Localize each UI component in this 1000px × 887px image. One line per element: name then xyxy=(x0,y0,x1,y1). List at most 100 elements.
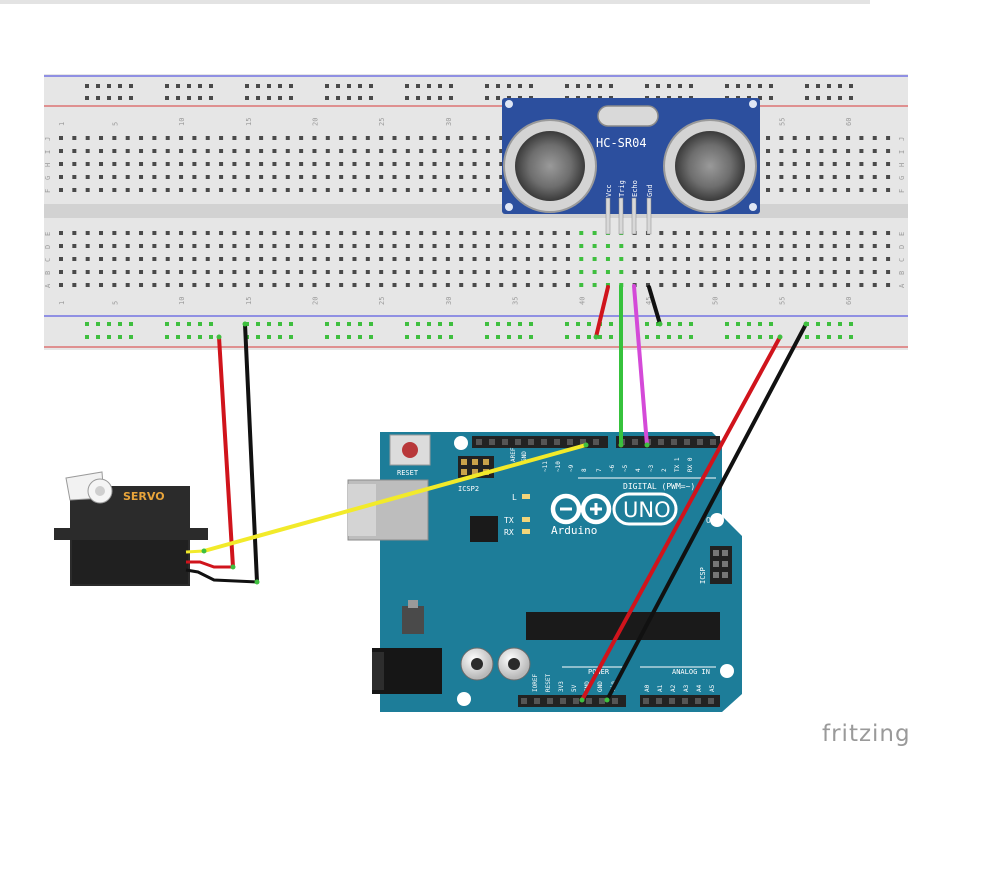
breadboard-hole[interactable] xyxy=(886,149,891,153)
breadboard-rail-hole[interactable] xyxy=(849,335,853,339)
breadboard-hole[interactable] xyxy=(419,162,424,166)
breadboard-rail-hole[interactable] xyxy=(678,322,682,326)
breadboard-hole[interactable] xyxy=(472,270,477,274)
breadboard-hole[interactable] xyxy=(859,162,864,166)
breadboard-rail-hole[interactable] xyxy=(805,335,809,339)
breadboard-hole[interactable] xyxy=(459,188,464,192)
breadboard-rail-hole[interactable] xyxy=(347,96,351,100)
breadboard-rail-hole[interactable] xyxy=(187,84,191,88)
breadboard-hole[interactable] xyxy=(779,175,784,179)
breadboard-hole[interactable] xyxy=(112,136,117,140)
header-hole[interactable] xyxy=(547,698,553,704)
breadboard-hole[interactable] xyxy=(85,188,90,192)
breadboard-hole[interactable] xyxy=(325,283,330,287)
breadboard-hole[interactable] xyxy=(339,136,344,140)
breadboard-rail-hole[interactable] xyxy=(747,84,751,88)
breadboard-rail-hole[interactable] xyxy=(438,322,442,326)
breadboard-hole[interactable] xyxy=(472,188,477,192)
breadboard-rail-hole[interactable] xyxy=(165,322,169,326)
breadboard-hole[interactable] xyxy=(459,162,464,166)
breadboard-hole[interactable] xyxy=(792,175,797,179)
breadboard-hole[interactable] xyxy=(179,270,184,274)
breadboard-hole[interactable] xyxy=(672,283,677,287)
breadboard-hole[interactable] xyxy=(299,175,304,179)
breadboard-hole[interactable] xyxy=(806,231,811,235)
breadboard-rail-hole[interactable] xyxy=(267,335,271,339)
breadboard-rail-hole[interactable] xyxy=(725,322,729,326)
breadboard-hole[interactable] xyxy=(459,244,464,248)
breadboard-hole[interactable] xyxy=(846,283,851,287)
breadboard-hole[interactable] xyxy=(779,188,784,192)
breadboard-rail-hole[interactable] xyxy=(667,335,671,339)
breadboard-hole[interactable] xyxy=(792,244,797,248)
breadboard-hole[interactable] xyxy=(592,244,597,248)
breadboard-hole[interactable] xyxy=(352,175,357,179)
breadboard-hole[interactable] xyxy=(299,231,304,235)
breadboard-hole[interactable] xyxy=(312,149,317,153)
breadboard-hole[interactable] xyxy=(792,257,797,261)
header-hole[interactable] xyxy=(671,439,677,445)
breadboard-hole[interactable] xyxy=(792,270,797,274)
breadboard-rail-hole[interactable] xyxy=(118,96,122,100)
header-hole[interactable] xyxy=(697,439,703,445)
breadboard-hole[interactable] xyxy=(125,257,130,261)
breadboard-hole[interactable] xyxy=(285,188,290,192)
breadboard-hole[interactable] xyxy=(139,283,144,287)
breadboard-hole[interactable] xyxy=(72,136,77,140)
breadboard-hole[interactable] xyxy=(85,149,90,153)
breadboard-hole[interactable] xyxy=(285,175,290,179)
breadboard-hole[interactable] xyxy=(859,244,864,248)
breadboard-hole[interactable] xyxy=(499,270,504,274)
breadboard-hole[interactable] xyxy=(139,136,144,140)
breadboard-hole[interactable] xyxy=(565,257,570,261)
breadboard-hole[interactable] xyxy=(312,162,317,166)
breadboard-hole[interactable] xyxy=(365,162,370,166)
breadboard-hole[interactable] xyxy=(99,270,104,274)
breadboard-rail-hole[interactable] xyxy=(347,84,351,88)
breadboard-hole[interactable] xyxy=(165,136,170,140)
breadboard-hole[interactable] xyxy=(766,283,771,287)
breadboard-hole[interactable] xyxy=(352,257,357,261)
breadboard-hole[interactable] xyxy=(125,231,130,235)
breadboard-hole[interactable] xyxy=(59,257,63,261)
breadboard-hole[interactable] xyxy=(419,257,424,261)
breadboard-hole[interactable] xyxy=(565,270,570,274)
breadboard-hole[interactable] xyxy=(139,270,144,274)
breadboard-hole[interactable] xyxy=(619,270,624,274)
breadboard-hole[interactable] xyxy=(365,188,370,192)
breadboard-hole[interactable] xyxy=(819,231,824,235)
breadboard-hole[interactable] xyxy=(112,149,117,153)
breadboard-hole[interactable] xyxy=(165,244,170,248)
breadboard-hole[interactable] xyxy=(325,231,330,235)
breadboard-hole[interactable] xyxy=(512,270,517,274)
breadboard-rail-hole[interactable] xyxy=(769,322,773,326)
breadboard-hole[interactable] xyxy=(112,257,117,261)
breadboard-rail-hole[interactable] xyxy=(838,322,842,326)
breadboard-hole[interactable] xyxy=(405,283,410,287)
breadboard-hole[interactable] xyxy=(859,149,864,153)
breadboard-hole[interactable] xyxy=(72,244,77,248)
breadboard-hole[interactable] xyxy=(565,244,570,248)
header-hole[interactable] xyxy=(580,439,586,445)
breadboard-rail-hole[interactable] xyxy=(129,335,133,339)
breadboard-hole[interactable] xyxy=(445,283,450,287)
breadboard-hole[interactable] xyxy=(512,283,517,287)
breadboard-hole[interactable] xyxy=(419,175,424,179)
breadboard-hole[interactable] xyxy=(472,175,477,179)
breadboard-rail-hole[interactable] xyxy=(267,84,271,88)
breadboard-rail-hole[interactable] xyxy=(725,84,729,88)
breadboard-rail-hole[interactable] xyxy=(267,322,271,326)
breadboard-hole[interactable] xyxy=(72,162,77,166)
breadboard-hole[interactable] xyxy=(272,231,277,235)
breadboard-hole[interactable] xyxy=(445,136,450,140)
breadboard-rail-hole[interactable] xyxy=(278,96,282,100)
breadboard-hole[interactable] xyxy=(245,231,250,235)
breadboard-hole[interactable] xyxy=(659,257,664,261)
breadboard-hole[interactable] xyxy=(379,257,384,261)
breadboard-hole[interactable] xyxy=(365,231,370,235)
breadboard-hole[interactable] xyxy=(152,149,157,153)
breadboard-hole[interactable] xyxy=(846,231,851,235)
breadboard-hole[interactable] xyxy=(579,257,584,261)
breadboard-hole[interactable] xyxy=(152,257,157,261)
breadboard-hole[interactable] xyxy=(325,175,330,179)
